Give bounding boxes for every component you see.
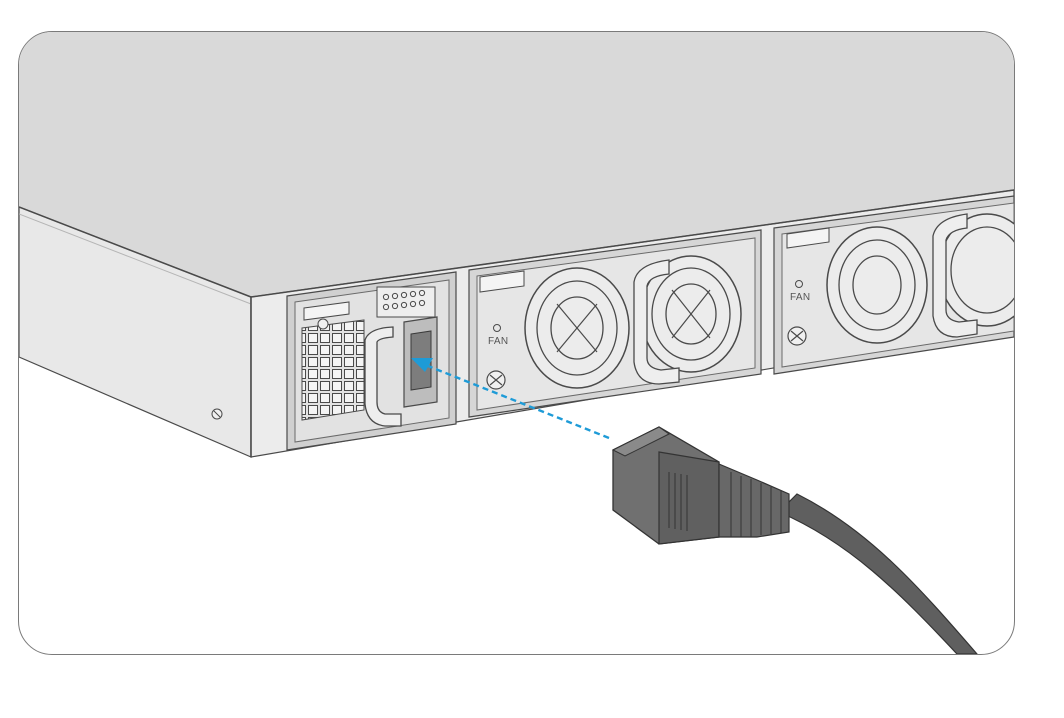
power-cord-connection-diagram: FAN FAN bbox=[19, 32, 1014, 654]
fan-label-2: FAN bbox=[790, 292, 810, 303]
fan-screw-icon bbox=[486, 370, 506, 390]
fan-handle-2 bbox=[932, 213, 978, 338]
insert-arrow bbox=[411, 358, 610, 440]
fan-grille-left bbox=[524, 267, 630, 389]
fan-label-1: FAN bbox=[488, 336, 508, 347]
psu-vent-grid bbox=[301, 319, 365, 421]
power-cord-cable bbox=[777, 493, 978, 654]
screw-icon bbox=[211, 408, 223, 420]
power-supply-module bbox=[286, 271, 457, 451]
fan-handle-1 bbox=[633, 259, 680, 385]
power-cord-plug bbox=[611, 426, 790, 545]
psu-status-connector bbox=[376, 286, 436, 318]
fan-module-2: FAN bbox=[773, 195, 1014, 375]
fan-grille-left bbox=[826, 226, 928, 344]
figure-frame: FAN FAN bbox=[18, 31, 1015, 655]
plug-grip-ridges bbox=[668, 472, 688, 531]
chassis-top-surface bbox=[19, 32, 1014, 297]
fan-screw-icon bbox=[787, 326, 807, 346]
psu-handle bbox=[364, 326, 402, 427]
fan-module-1: FAN bbox=[468, 229, 762, 418]
